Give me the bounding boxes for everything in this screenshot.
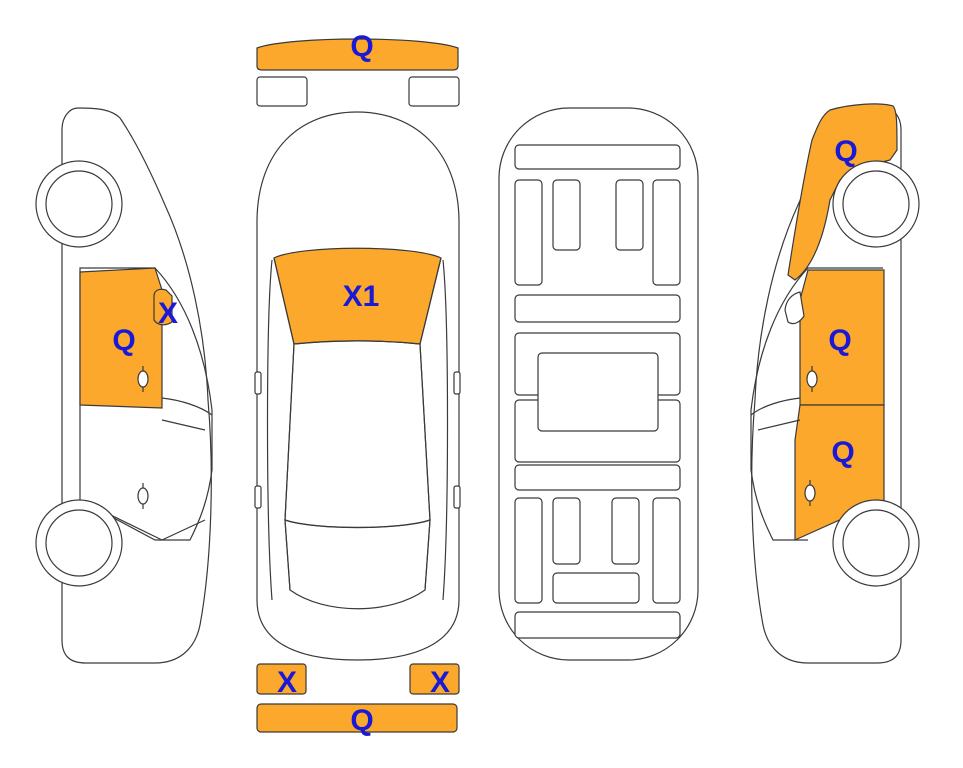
right-side-view: Q Q Q (750, 103, 920, 664)
right-window-line (750, 397, 801, 416)
marker-front-bumper: Q (350, 30, 373, 63)
mirror-right-top-2 (453, 485, 461, 509)
marker-right-front-door: Q (828, 324, 851, 357)
underbody-rear-panel (514, 611, 681, 639)
left-wheel-rear-outer (35, 499, 123, 587)
underbody-part (552, 179, 581, 251)
hood-line-left (266, 259, 273, 601)
underbody-part (552, 497, 581, 565)
underbody-part (615, 179, 644, 251)
marker-rear-bumper: Q (350, 704, 373, 737)
marker-right-rear-fender: Q (834, 135, 857, 168)
underbody-part (514, 179, 543, 286)
front-bumper-damage (256, 38, 459, 71)
marker-windshield: X1 (343, 280, 380, 313)
underbody-part (652, 497, 681, 604)
underbody-front-panel (514, 144, 681, 170)
left-sill-line (161, 419, 206, 431)
left-taillight-damage (256, 663, 307, 695)
rear-window (284, 519, 431, 610)
right-headlight-top (408, 76, 460, 107)
left-window-line (161, 397, 213, 416)
right-wheel-front-inner (842, 509, 910, 577)
right-door-handle-front (806, 366, 818, 392)
left-side-view: Q X (35, 107, 213, 664)
underbody-part (514, 497, 543, 604)
hood-line-right (442, 259, 449, 601)
right-side-roofline (750, 267, 883, 541)
right-wheel-rear-inner (842, 170, 910, 238)
right-rear-fender-damage (787, 103, 898, 281)
marker-right-taillight: X (430, 666, 450, 699)
marker-left-front-door: Q (112, 324, 135, 357)
underbody-exhaust (552, 572, 640, 604)
underbody-crossmember (514, 294, 681, 323)
marker-left-taillight: X (277, 666, 297, 699)
left-wheel-front-outer (35, 160, 123, 248)
left-wheel-front-inner (45, 170, 113, 238)
right-sill-line (757, 419, 801, 431)
top-view: Q X1 X X Q (254, 30, 461, 737)
underbody-center-panel (537, 352, 659, 432)
right-wheel-rear-outer (832, 160, 920, 248)
mirror-left-top (254, 371, 262, 395)
rear-bumper-damage (256, 703, 458, 733)
right-wheel-front-outer (832, 499, 920, 587)
left-headlight-top (256, 76, 308, 107)
underbody-part (611, 497, 640, 565)
left-wheel-rear-inner (45, 509, 113, 577)
right-taillight-damage (409, 663, 460, 695)
marker-left-mirror: X (158, 297, 178, 330)
marker-right-rear-door: Q (831, 436, 854, 469)
left-mirror-damage (153, 288, 173, 326)
left-door-handle-rear (137, 483, 149, 509)
right-mirror (784, 291, 805, 325)
underbody-part (652, 179, 681, 286)
mirror-right-top (453, 371, 461, 395)
underbody-view (498, 107, 699, 661)
top-body (256, 111, 460, 661)
left-door-handle-front (137, 366, 149, 392)
left-side-roofline (79, 267, 213, 541)
mirror-left-top-2 (254, 485, 262, 509)
underbody-crossmember-rear (514, 464, 681, 491)
right-door-handle-rear (804, 480, 816, 506)
